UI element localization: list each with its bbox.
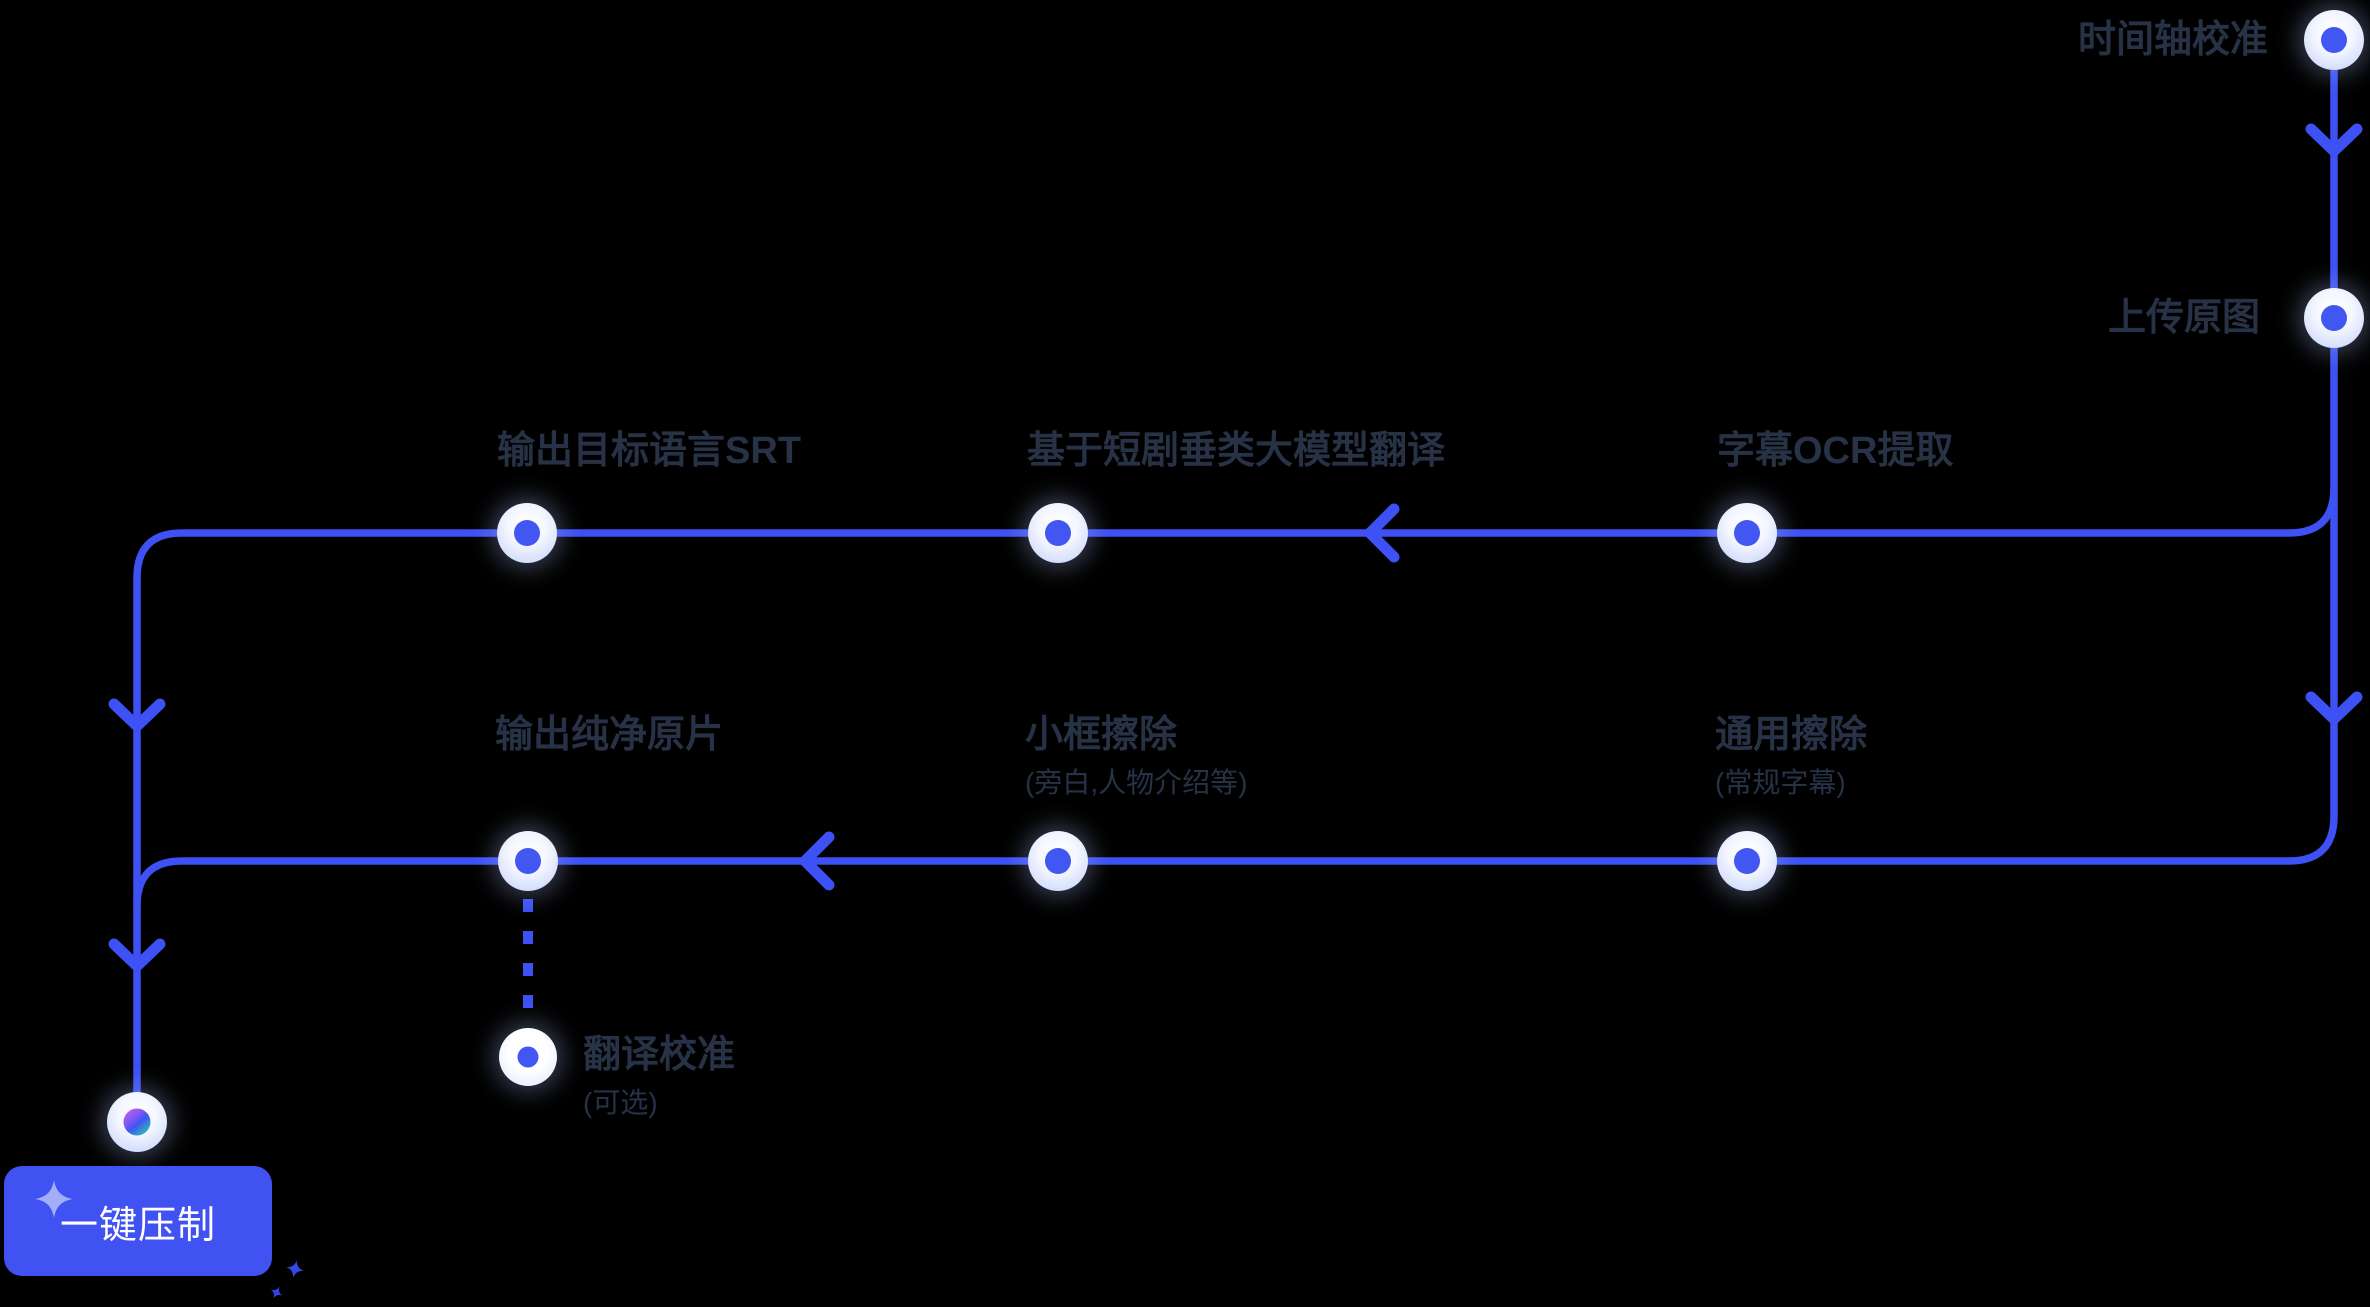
node-dot	[515, 848, 541, 874]
arrow-left-icon	[1364, 503, 1400, 563]
label-subtitle-ocr: 字幕OCR提取	[1717, 428, 1953, 474]
label-general-erase: 通用擦除 (常规字幕)	[1715, 712, 1867, 800]
label-upload-original: 上传原图	[2108, 295, 2260, 341]
label-output-clean-film: 输出纯净原片	[495, 712, 723, 758]
node-output-clean-film	[498, 831, 558, 891]
button-label: 一键压制	[59, 1204, 216, 1247]
label-text: 时间轴校准	[2077, 19, 2268, 61]
node-llm-translation	[1028, 503, 1088, 563]
node-dot	[2321, 305, 2347, 331]
arrow-left-icon	[799, 831, 835, 891]
sparkle-icon	[35, 1180, 73, 1218]
sparkle-icon	[286, 1260, 304, 1278]
label-output-srt: 输出目标语言SRT	[497, 428, 801, 474]
node-timeline-calibration	[2304, 10, 2364, 70]
label-text: 上传原图	[2107, 297, 2260, 339]
label-note: (常规字幕)	[1715, 767, 1846, 798]
label-text: 通用擦除	[1715, 714, 1868, 756]
one-click-press-button[interactable]: 一键压制	[4, 1166, 272, 1276]
label-text: 输出目标语言SRT	[497, 430, 802, 472]
node-dot	[2321, 27, 2347, 53]
arrow-down-icon	[108, 938, 166, 972]
flow-line-video-branch	[133, 40, 2338, 907]
node-upload-original	[2304, 288, 2364, 348]
flow-line-subtitle-branch	[133, 487, 2338, 1122]
node-dot	[1045, 520, 1071, 546]
label-llm-translation: 基于短剧垂类大模型翻译	[1027, 428, 1445, 474]
label-text: 小框擦除	[1025, 714, 1178, 756]
arrow-down-icon	[2305, 691, 2363, 725]
node-dot	[1734, 520, 1760, 546]
label-timeline-calibration: 时间轴校准	[2078, 17, 2268, 63]
node-dot	[1734, 848, 1760, 874]
label-note: (可选)	[583, 1087, 658, 1118]
label-text: 翻译校准	[583, 1034, 736, 1076]
node-gradient-dot	[123, 1108, 151, 1136]
label-text: 字幕OCR提取	[1717, 430, 1954, 472]
label-text: 输出纯净原片	[495, 714, 724, 756]
node-output-srt	[497, 503, 557, 563]
node-general-erase	[1717, 831, 1777, 891]
node-dot	[514, 520, 540, 546]
node-dot	[1045, 848, 1071, 874]
label-note: (旁白,人物介绍等)	[1025, 767, 1248, 798]
node-dot	[517, 1046, 539, 1068]
sparkle-icon	[270, 1286, 283, 1299]
label-translation-proofread: 翻译校准 (可选)	[583, 1032, 735, 1120]
node-translation-proofread	[499, 1028, 557, 1086]
node-small-box-erase	[1028, 831, 1088, 891]
node-final-output	[107, 1092, 167, 1152]
arrow-down-icon	[108, 698, 166, 732]
label-text: 基于短剧垂类大模型翻译	[1027, 430, 1446, 472]
arrow-down-icon	[2305, 123, 2363, 157]
node-subtitle-ocr	[1717, 503, 1777, 563]
label-small-box-erase: 小框擦除 (旁白,人物介绍等)	[1025, 712, 1247, 800]
